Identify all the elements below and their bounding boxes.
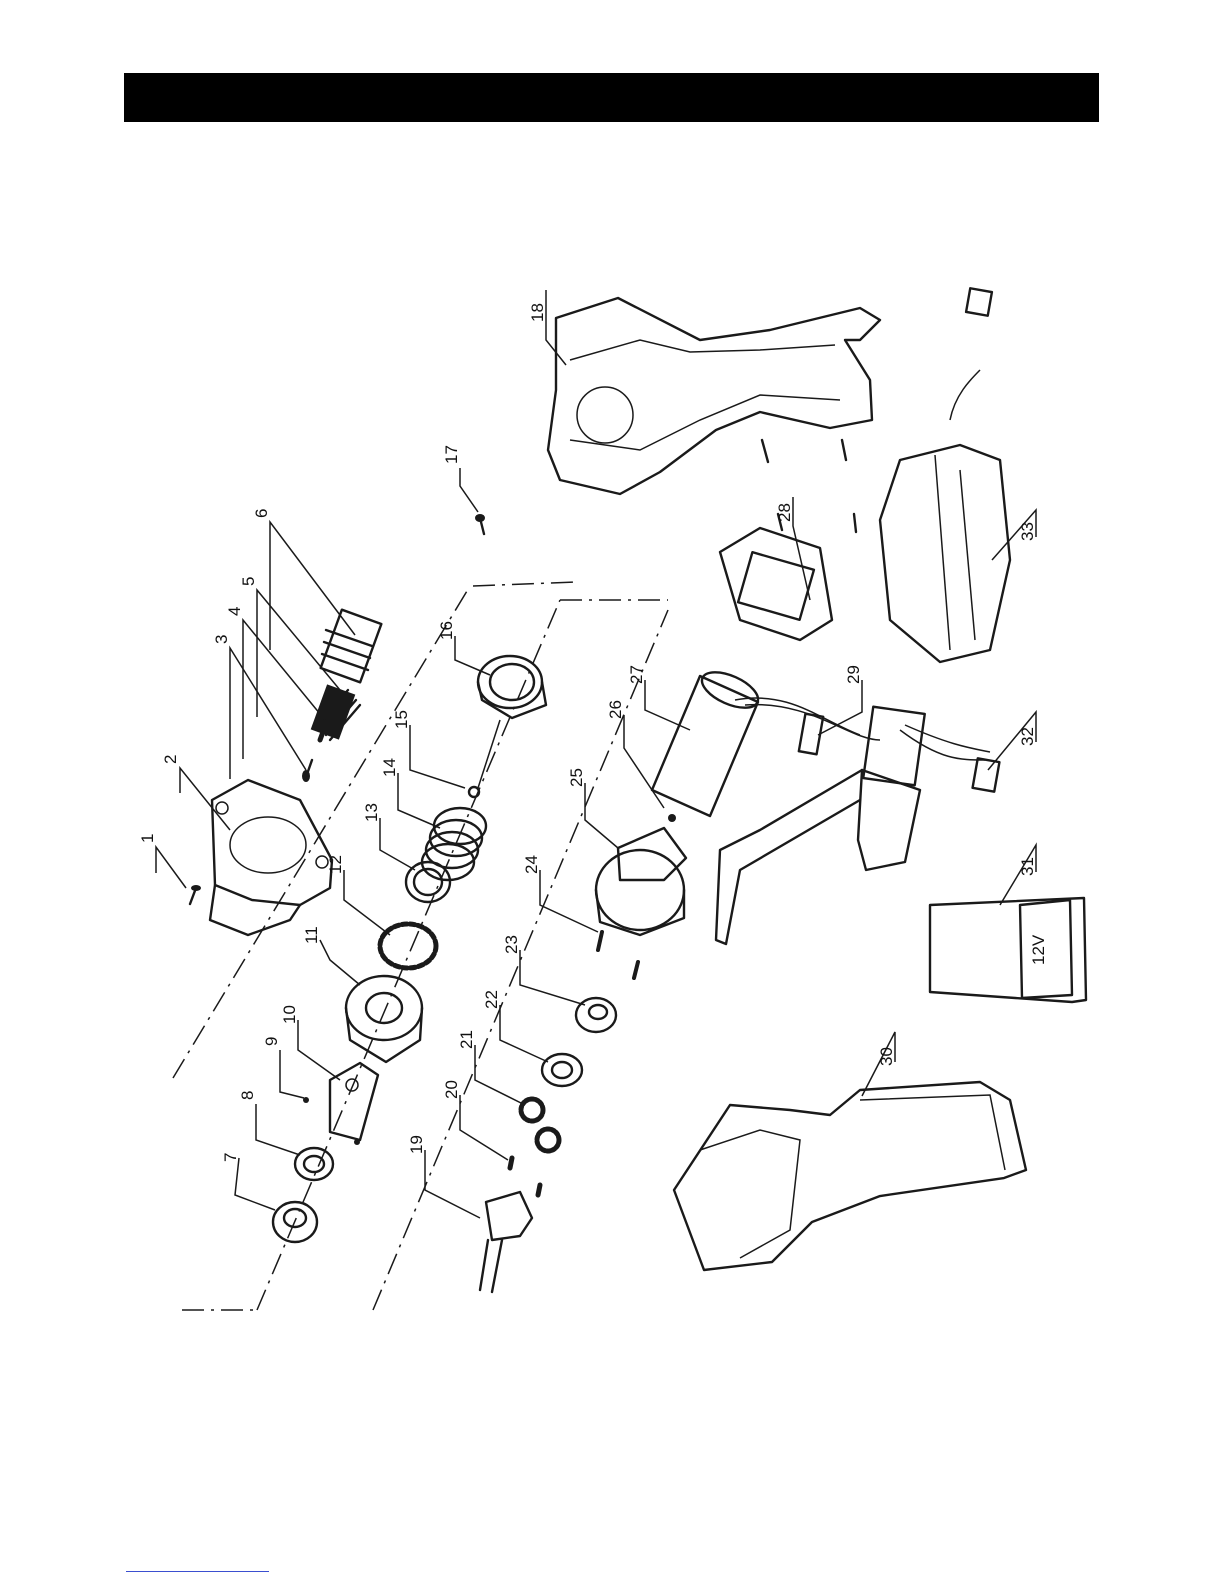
- leader-lines: [156, 290, 1036, 1218]
- callout-29: 29: [844, 665, 863, 684]
- callout-20: 20: [442, 1080, 461, 1099]
- part-20-pin: [510, 1158, 540, 1195]
- trigger-switch: [716, 707, 925, 944]
- part-28-battery-terminal: [720, 528, 832, 640]
- callout-6: 6: [252, 509, 271, 518]
- callout-33: 33: [1018, 522, 1037, 541]
- callout-8: 8: [238, 1091, 257, 1100]
- callout-13: 13: [362, 803, 381, 822]
- part-2-front-housing: [210, 780, 332, 935]
- part-3-pin: [302, 760, 312, 782]
- callout-4: 4: [225, 607, 244, 616]
- part-23-bearing: [576, 998, 616, 1032]
- callout-1: 1: [138, 834, 157, 843]
- callout-16: 16: [437, 621, 456, 640]
- callout-7: 7: [221, 1153, 240, 1162]
- part-31-battery-pack: 12V: [930, 898, 1086, 1002]
- callout-17: 17: [442, 445, 461, 464]
- callout-32: 32: [1018, 727, 1037, 746]
- part-25-gear-case: [596, 828, 686, 935]
- part-1-screw: [190, 885, 201, 904]
- part-33-charger: [880, 288, 1010, 662]
- callout-28: 28: [775, 503, 794, 522]
- part-18-housing-half: [548, 298, 880, 494]
- part-16-retaining-ring: [478, 656, 546, 718]
- assembly-axes: [173, 582, 668, 1310]
- callout-23: 23: [502, 935, 521, 954]
- part-22-washer: [542, 1054, 582, 1086]
- callout-31: 31: [1018, 857, 1037, 876]
- battery-voltage-label: 12V: [1029, 934, 1048, 965]
- callout-11: 11: [302, 926, 321, 944]
- callout-12: 12: [326, 855, 345, 874]
- part-10-anvil: [330, 1063, 378, 1140]
- callout-19: 19: [407, 1135, 426, 1154]
- part-30-tool-body: [674, 1082, 1026, 1270]
- part-12-ball-bearing-ring: [380, 924, 436, 968]
- part-17-screw: [475, 514, 485, 534]
- callout-2: 2: [161, 755, 180, 764]
- callout-14: 14: [380, 758, 399, 777]
- callout-24: 24: [522, 855, 541, 874]
- callout-25: 25: [567, 768, 586, 787]
- part-6-sleeve: [321, 610, 382, 683]
- part-15-ball: [469, 720, 500, 797]
- callout-30: 30: [877, 1047, 896, 1066]
- part-11-hammer: [346, 976, 422, 1062]
- callout-27: 27: [627, 665, 646, 684]
- callout-15: 15: [392, 710, 411, 729]
- part-21-planet-gear: [521, 1099, 559, 1151]
- callout-22: 22: [482, 990, 501, 1009]
- callout-9: 9: [262, 1037, 281, 1046]
- callout-3: 3: [212, 635, 231, 644]
- callout-10: 10: [280, 1005, 299, 1024]
- callout-5: 5: [239, 577, 258, 586]
- callout-18: 18: [528, 303, 547, 322]
- callout-labels: 1 2 3 4 5 6 7 8 9 10 11 12 13 14 15 16 1…: [138, 303, 1037, 1162]
- footer-link-rule: [126, 1571, 269, 1572]
- part-19-spindle: [480, 1192, 532, 1292]
- part-26-pinion: [668, 814, 676, 822]
- callout-21: 21: [457, 1030, 476, 1049]
- part-24-screw: [598, 932, 638, 978]
- part-27-motor: [652, 665, 880, 816]
- callout-26: 26: [606, 700, 625, 719]
